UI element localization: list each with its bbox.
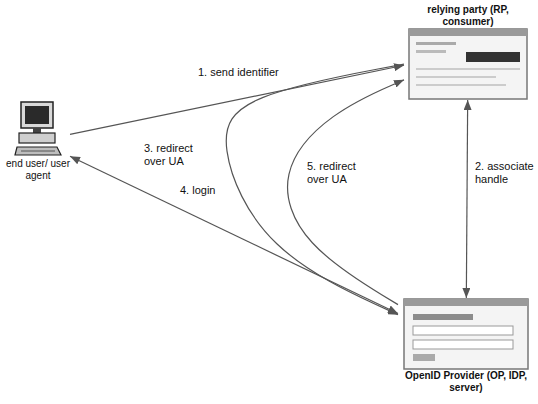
server-node: OpenID Provider (OP, IDP, server) — [398, 298, 534, 394]
flow-arrow — [70, 156, 398, 313]
flow-arrow — [288, 80, 404, 305]
screenshot-window — [408, 28, 528, 100]
flow-arrow — [466, 100, 467, 298]
computer-icon — [13, 100, 63, 158]
step-label: 1. send identifier — [196, 66, 281, 79]
node-label: end user/ user agent — [6, 158, 70, 182]
step-label: 4. login — [178, 184, 217, 197]
step-label: 2. associate handle — [473, 160, 538, 186]
step-label: 5. redirect over UA — [305, 160, 381, 186]
step-label: 3. redirect over UA — [142, 142, 214, 168]
node-label: relying party (RP, consumer) — [404, 4, 532, 28]
flow-arrow — [70, 65, 404, 134]
screenshot-window — [403, 298, 529, 370]
flow-arrow — [226, 64, 404, 315]
node-label: OpenID Provider (OP, IDP, server) — [398, 370, 534, 394]
server-node: relying party (RP, consumer) — [404, 4, 532, 100]
user-agent-node: end user/ user agent — [6, 100, 70, 182]
